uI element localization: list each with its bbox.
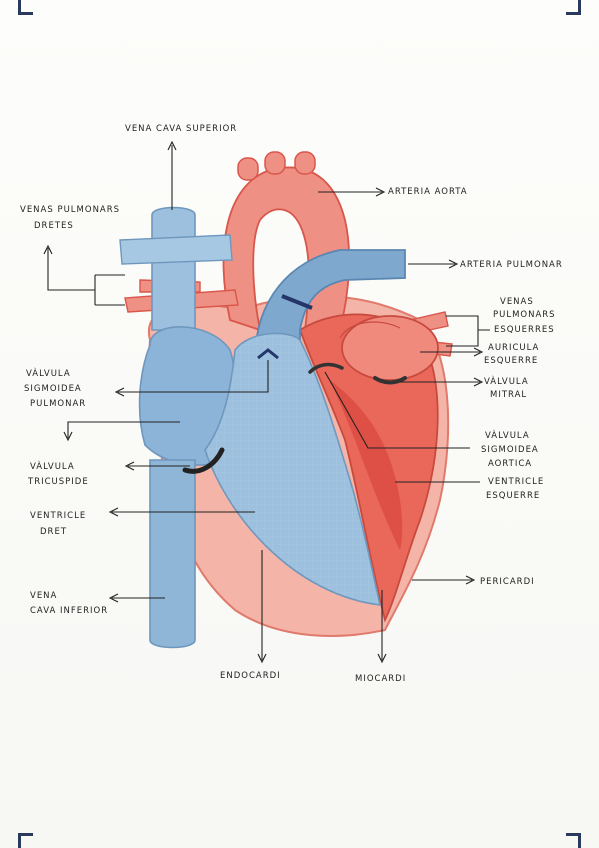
pulmonary-artery-band: [281, 294, 313, 310]
label-auricula-esquerre-1: AURICULA: [488, 343, 539, 353]
aorta-branch-2: [264, 151, 286, 175]
mitral-valve: [373, 376, 407, 385]
label-ventricle-esquerre-1: VENTRICLE: [488, 477, 544, 487]
label-valvula-sigmoidea-aortica-2: SIGMOIDEA: [481, 445, 539, 455]
label-miocardi: MIOCARDI: [355, 674, 406, 684]
left-atrium: [341, 315, 439, 381]
label-valvula-mitral-2: MITRAL: [490, 390, 527, 400]
label-vena-cava-superior: VENA CAVA SUPERIOR: [125, 124, 237, 134]
label-valvula-tricuspide-1: VÀLVULA: [30, 460, 75, 472]
label-venas-pulmonars-esquerres-2: PULMONARS: [493, 310, 556, 320]
label-vena-cava-inferior-2: CAVA INFERIOR: [30, 606, 108, 616]
tricuspid-valve: [182, 447, 225, 474]
label-pericardi: PERICARDI: [480, 577, 535, 587]
corner-mark-bottom-left: [18, 833, 33, 848]
label-valvula-sigmoidea-pulmonar-2: SIGMOIDEA: [24, 384, 82, 394]
right-pulmonary-vessels-blue: [119, 234, 233, 265]
right-ventricle-grid: [205, 333, 380, 605]
label-endocardi: ENDOCARDI: [220, 671, 281, 681]
aorta-branch-3: [294, 151, 316, 175]
aortic-semilunar-valve: [308, 362, 344, 374]
label-venas-pulmonars-dretes-2: DRETES: [34, 221, 74, 231]
label-valvula-sigmoidea-pulmonar-3: PULMONAR: [30, 399, 86, 409]
label-valvula-sigmoidea-pulmonar-1: VÀLVULA: [26, 367, 71, 379]
label-valvula-sigmoidea-aortica-3: AORTICA: [488, 459, 532, 469]
label-valvula-tricuspide-2: TRICUSPIDE: [27, 477, 89, 487]
inferior-vena-cava: [149, 459, 196, 649]
label-venas-pulmonars-esquerres-3: ESQUERRES: [494, 325, 555, 335]
label-ventricle-dret-2: DRET: [40, 527, 67, 537]
superior-vena-cava: [151, 206, 196, 331]
label-vena-cava-inferior-1: VENA: [30, 591, 57, 601]
left-ventricle-inner: [330, 380, 403, 550]
label-ventricle-dret-1: VENTRICLE: [30, 511, 86, 521]
label-auricula-esquerre-2: ESQUERRE: [484, 356, 538, 366]
pulmonary-artery: [254, 249, 406, 361]
aorta-branch-1: [237, 157, 259, 181]
pointer-lines: [43, 140, 490, 664]
label-ventricle-esquerre-2: ESQUERRE: [486, 491, 540, 501]
left-atrium-fold: [339, 321, 401, 339]
label-arteria-aorta: ARTERIA AORTA: [388, 187, 468, 197]
corner-mark-top-left: [18, 0, 33, 15]
corner-mark-bottom-right: [566, 833, 581, 848]
label-venas-pulmonars-dretes-1: VENAS PULMONARS: [20, 205, 120, 215]
label-valvula-mitral-1: VÀLVULA: [484, 375, 529, 387]
label-arteria-pulmonar: ARTERIA PULMONAR: [460, 260, 563, 270]
corner-mark-top-right: [566, 0, 581, 15]
label-venas-pulmonars-esquerres-1: VENAS: [500, 297, 534, 307]
pulmonary-semilunar-valve: [257, 348, 279, 360]
label-valvula-sigmoidea-aortica-1: VÀLVULA: [485, 429, 530, 441]
